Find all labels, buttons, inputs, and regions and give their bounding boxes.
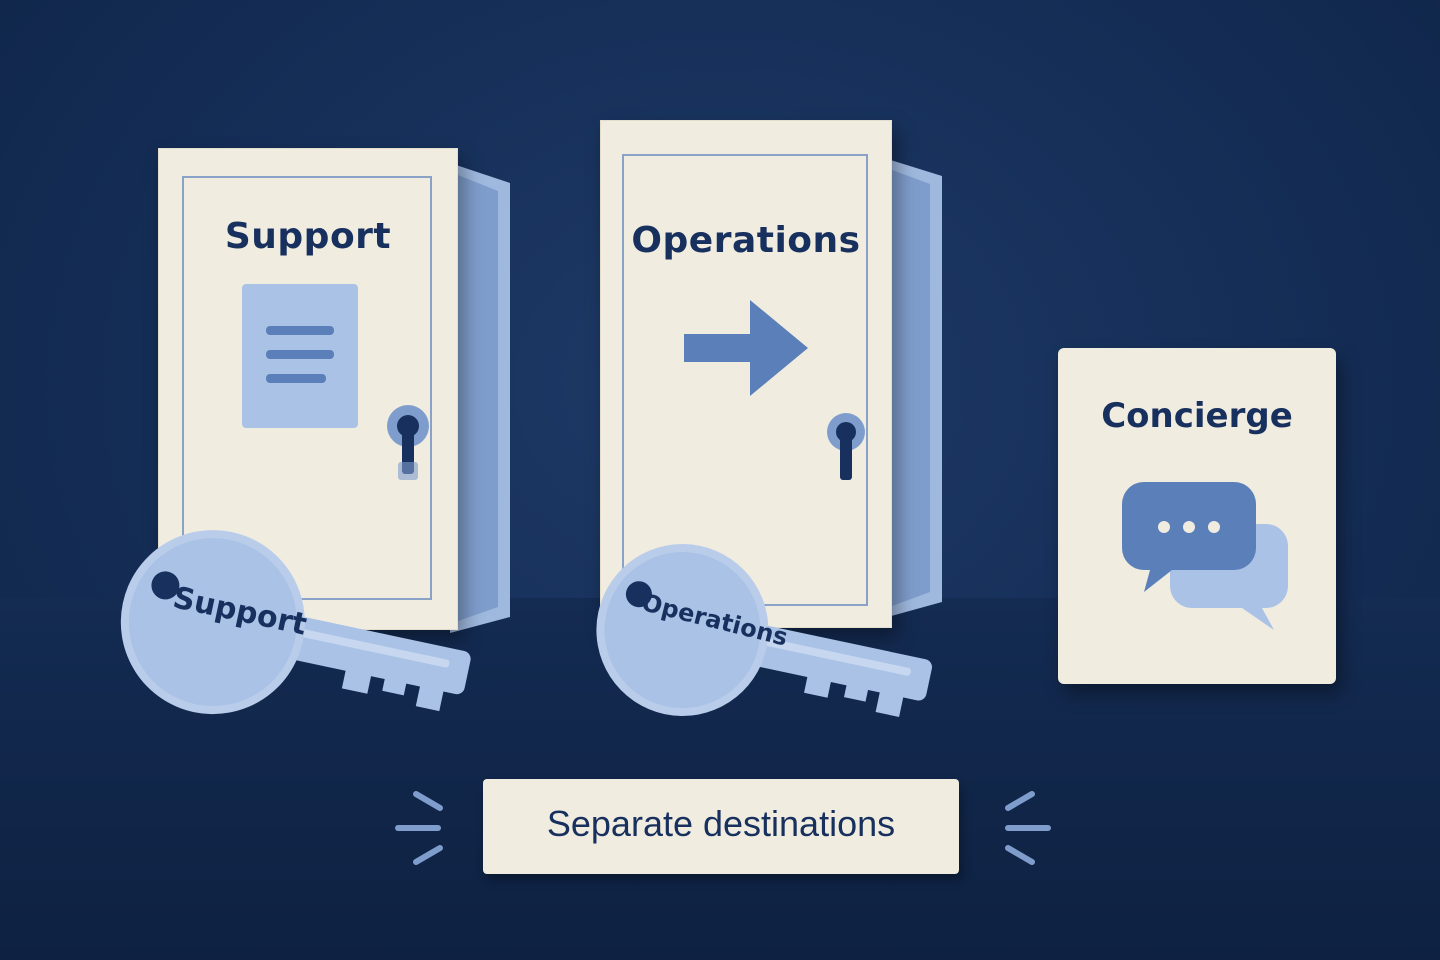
key-operations[interactable]: Operations bbox=[592, 542, 950, 722]
caption-banner: Separate destinations bbox=[483, 779, 959, 874]
door-panel: Support bbox=[158, 148, 458, 630]
card-label: Concierge bbox=[1101, 396, 1293, 436]
concierge-card[interactable]: Concierge bbox=[1058, 348, 1336, 684]
document-lines-icon bbox=[242, 284, 358, 428]
keyhole-icon bbox=[387, 405, 429, 480]
caption-text: Separate destinations bbox=[546, 803, 896, 844]
key-shape bbox=[596, 544, 932, 717]
door-side-panel bbox=[450, 163, 510, 633]
chat-bubbles-icon bbox=[1122, 482, 1288, 630]
door-panel: Operations bbox=[600, 120, 892, 628]
key-shape bbox=[120, 530, 471, 715]
sparkle-lines-right-icon bbox=[1005, 791, 1051, 865]
door-label: Operations bbox=[631, 220, 861, 261]
door-support[interactable]: Support bbox=[150, 140, 530, 640]
sparkle-lines-left-icon bbox=[395, 791, 443, 865]
keyhole-icon bbox=[827, 413, 865, 480]
door-operations[interactable]: Operations bbox=[592, 112, 962, 640]
door-side-panel bbox=[884, 158, 942, 618]
arrow-right-icon bbox=[684, 300, 808, 396]
key-support[interactable]: Support bbox=[112, 526, 488, 722]
door-inner-frame bbox=[182, 176, 432, 600]
door-label: Support bbox=[224, 216, 392, 257]
